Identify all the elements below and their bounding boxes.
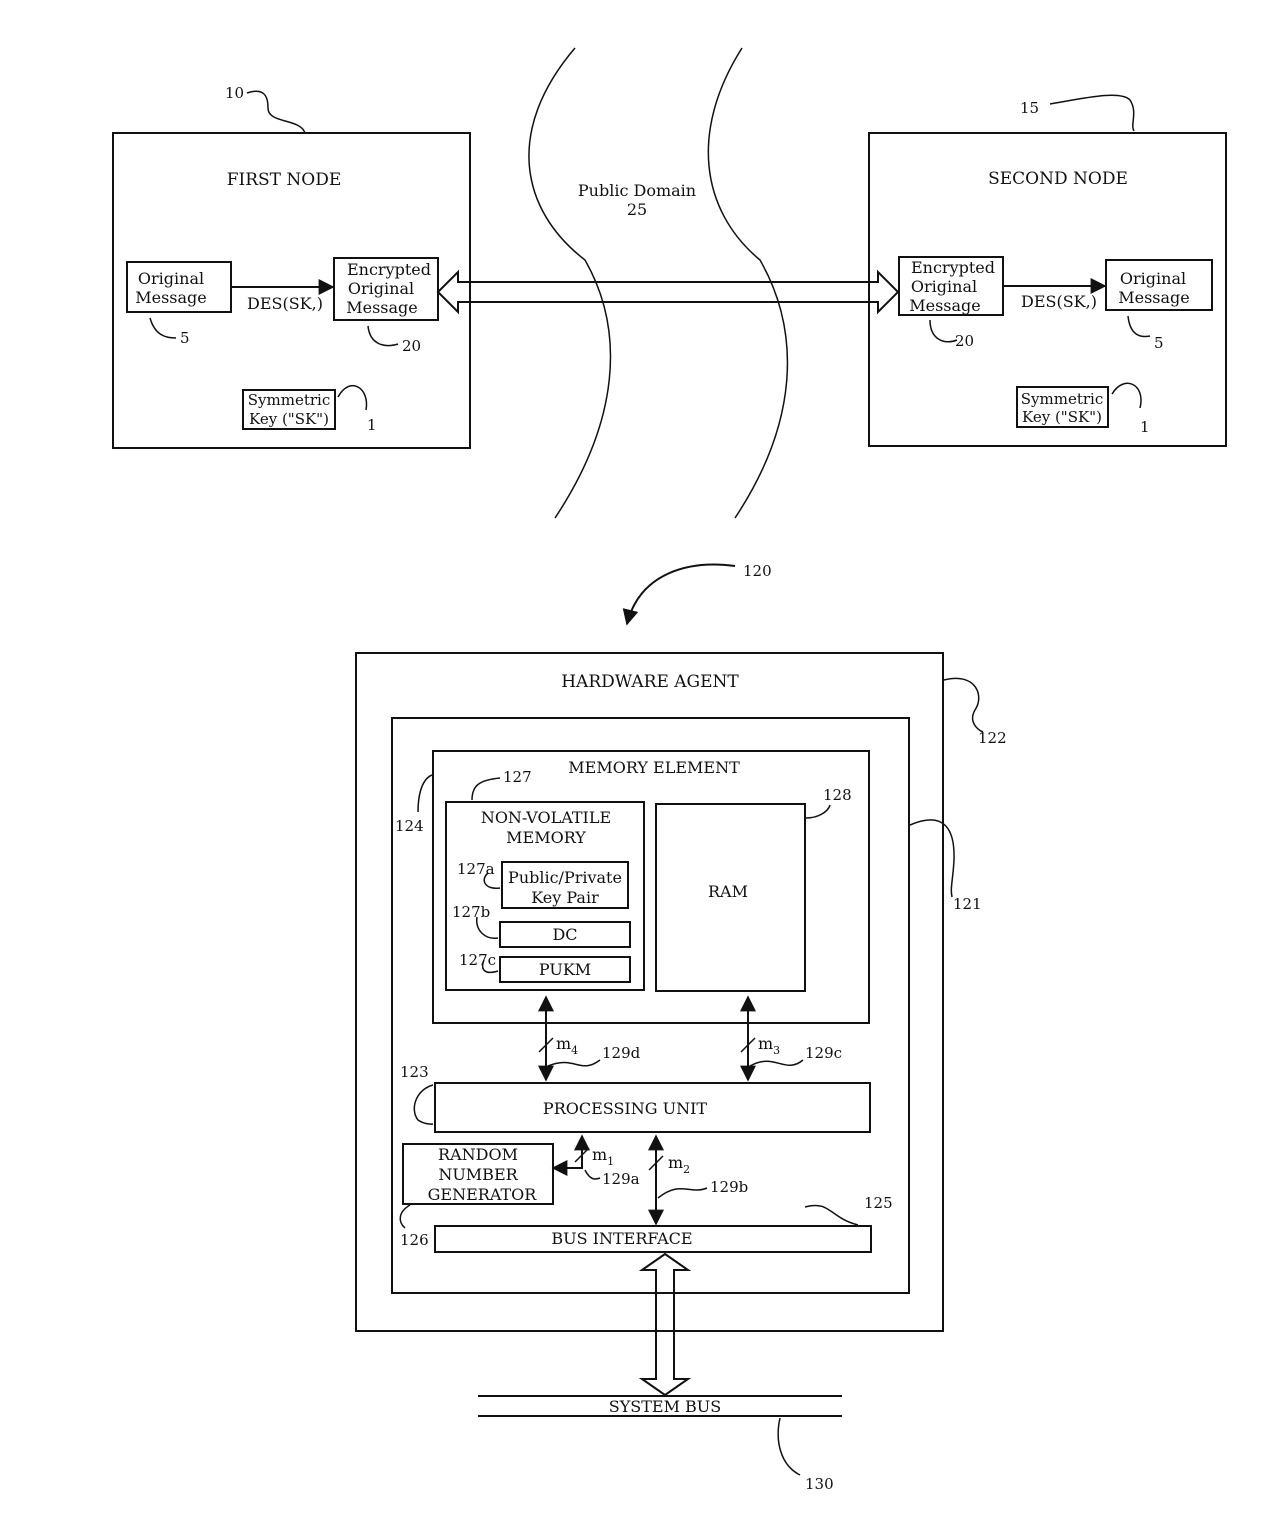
- svg-text:1: 1: [367, 416, 377, 434]
- leader-line: [247, 91, 305, 133]
- svg-text:Key ("SK"): Key ("SK"): [1022, 408, 1102, 426]
- svg-text:Original: Original: [1120, 269, 1186, 288]
- second-node-title: SECOND NODE: [988, 169, 1128, 189]
- svg-text:RANDOM: RANDOM: [438, 1145, 518, 1164]
- second-node-ref: 15: [1020, 99, 1039, 117]
- svg-text:Key ("SK"): Key ("SK"): [249, 410, 329, 428]
- des-label-left: DES(SK,): [247, 294, 323, 313]
- hardware-agent-title: HARDWARE AGENT: [561, 672, 739, 692]
- system-bus-label: SYSTEM BUS: [609, 1397, 722, 1416]
- svg-text:MEMORY: MEMORY: [506, 828, 586, 847]
- svg-text:Original: Original: [911, 277, 977, 296]
- hardware-agent-ref: 122: [978, 729, 1007, 747]
- svg-text:127c: 127c: [459, 951, 496, 969]
- svg-text:Message: Message: [135, 288, 207, 307]
- symmetric-key-box-right: Symmetric Key ("SK") 1: [1017, 383, 1150, 436]
- svg-text:129c: 129c: [805, 1044, 842, 1062]
- first-node-title: FIRST NODE: [227, 170, 342, 190]
- processing-unit-label: PROCESSING UNIT: [543, 1099, 707, 1118]
- channel-double-arrow: [438, 272, 898, 312]
- ram-ref: 128: [823, 786, 852, 804]
- svg-text:NON-VOLATILE: NON-VOLATILE: [481, 808, 611, 827]
- memory-element-ref: 124: [395, 817, 424, 835]
- svg-text:Symmetric: Symmetric: [248, 391, 330, 409]
- svg-text:m3: m3: [758, 1034, 780, 1057]
- svg-text:20: 20: [402, 337, 421, 355]
- figure-pointer: 120: [627, 562, 772, 624]
- system-bus: SYSTEM BUS 130: [478, 1396, 842, 1493]
- svg-text:Message: Message: [1118, 288, 1190, 307]
- non-volatile-memory: NON-VOLATILE MEMORY 127 Public/Private K…: [446, 768, 644, 990]
- first-node-ref: 10: [225, 84, 244, 102]
- svg-text:Original: Original: [138, 269, 204, 288]
- svg-text:Message: Message: [909, 296, 981, 315]
- svg-text:127a: 127a: [457, 860, 495, 878]
- svg-text:m4: m4: [556, 1034, 578, 1057]
- bus-interface-label: BUS INTERFACE: [551, 1229, 692, 1248]
- svg-text:Encrypted: Encrypted: [911, 258, 995, 277]
- second-node: SECOND NODE 15 Encrypted Original Messag…: [869, 95, 1226, 446]
- system-bus-connector: [642, 1254, 688, 1395]
- svg-text:NUMBER: NUMBER: [438, 1165, 518, 1184]
- link-m4: m4 129d: [539, 997, 641, 1080]
- svg-text:Message: Message: [346, 298, 418, 317]
- rng-ref: 126: [400, 1231, 429, 1249]
- key-pair-box: Public/Private Key Pair 127a: [457, 860, 628, 908]
- svg-text:5: 5: [1154, 334, 1164, 352]
- svg-text:129b: 129b: [710, 1178, 748, 1196]
- svg-text:DC: DC: [552, 925, 577, 944]
- bus-interface-ref: 125: [864, 1194, 893, 1212]
- first-node: FIRST NODE 10 Original Message 5 DES(SK,…: [113, 84, 470, 448]
- dc-box: DC 127b: [452, 903, 630, 947]
- svg-text:PUKM: PUKM: [539, 960, 591, 979]
- ram-label: RAM: [708, 882, 748, 901]
- svg-text:1: 1: [1140, 418, 1150, 436]
- svg-text:Public/Private: Public/Private: [508, 868, 622, 887]
- svg-text:Original: Original: [348, 279, 414, 298]
- processing-unit: PROCESSING UNIT 123: [400, 1063, 870, 1132]
- memory-element-title: MEMORY ELEMENT: [568, 758, 740, 777]
- des-label-right: DES(SK,): [1021, 292, 1097, 311]
- svg-text:GENERATOR: GENERATOR: [428, 1185, 538, 1204]
- pukm-box: PUKM 127c: [459, 951, 630, 982]
- svg-text:Key Pair: Key Pair: [531, 888, 599, 907]
- link-m3: m3 129c: [741, 997, 842, 1080]
- svg-text:129a: 129a: [602, 1170, 640, 1188]
- svg-text:Encrypted: Encrypted: [347, 260, 431, 279]
- processing-unit-ref: 123: [400, 1063, 429, 1081]
- svg-text:m2: m2: [668, 1153, 690, 1176]
- non-volatile-ref: 127: [503, 768, 532, 786]
- random-number-generator: RANDOM NUMBER GENERATOR 126: [400, 1144, 553, 1249]
- svg-text:129d: 129d: [602, 1044, 641, 1062]
- svg-text:127b: 127b: [452, 903, 490, 921]
- svg-text:20: 20: [955, 332, 974, 350]
- link-m2: m2 129b: [649, 1136, 748, 1224]
- figure-ref: 120: [743, 562, 772, 580]
- link-m1: m1 129a: [553, 1136, 640, 1188]
- package-ref: 121: [953, 895, 982, 913]
- svg-text:Symmetric: Symmetric: [1021, 390, 1103, 408]
- symmetric-key-box-left: Symmetric Key ("SK") 1: [243, 386, 377, 434]
- public-domain-label: Public Domain: [578, 181, 696, 200]
- memory-element: MEMORY ELEMENT 124: [395, 751, 869, 1023]
- original-message-box-right: Original Message 5: [1106, 260, 1212, 352]
- system-bus-ref: 130: [805, 1475, 834, 1493]
- encrypted-message-box-left: Encrypted Original Message 20: [334, 258, 438, 355]
- svg-text:m1: m1: [592, 1145, 614, 1168]
- ram: RAM 128: [656, 786, 852, 991]
- original-message-box-left: Original Message 5: [127, 262, 231, 347]
- public-domain-ref: 25: [627, 200, 647, 219]
- encrypted-message-box-right: Encrypted Original Message 20: [899, 257, 1003, 350]
- svg-text:5: 5: [180, 329, 190, 347]
